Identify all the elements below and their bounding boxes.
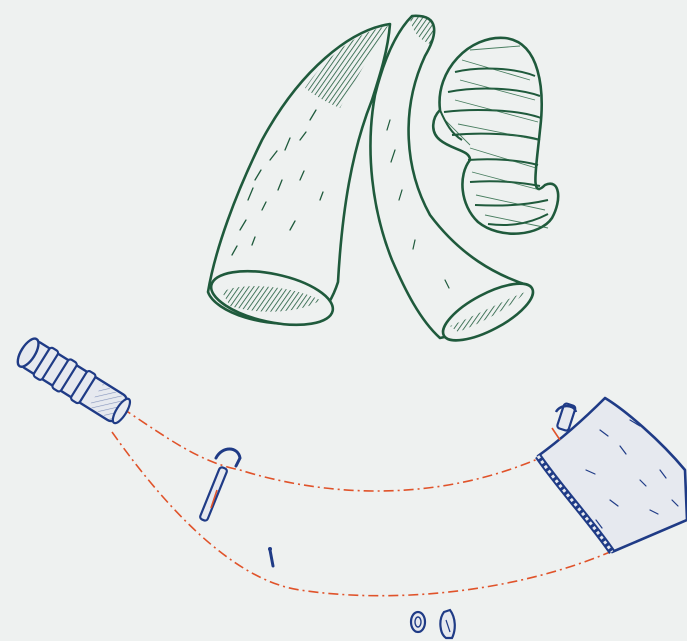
horn-instrument-parts: [16, 337, 687, 640]
ram-horn-icon: [431, 36, 560, 235]
bent-pin-icon: [199, 447, 242, 522]
assembly-guide-lines: [111, 407, 611, 597]
animal-horns: [206, 14, 560, 342]
small-pin-icon: [268, 547, 275, 568]
bell-section-icon: [535, 396, 687, 554]
ring-fitting-icon: [409, 610, 427, 634]
guide-line-upper: [121, 407, 541, 492]
clip-fitting-icon: [439, 608, 456, 640]
guide-line-lower: [111, 431, 611, 597]
cow-horn-icon: [206, 22, 392, 327]
mouthpiece-tube-icon: [16, 337, 132, 425]
smooth-horn-icon: [369, 14, 535, 342]
